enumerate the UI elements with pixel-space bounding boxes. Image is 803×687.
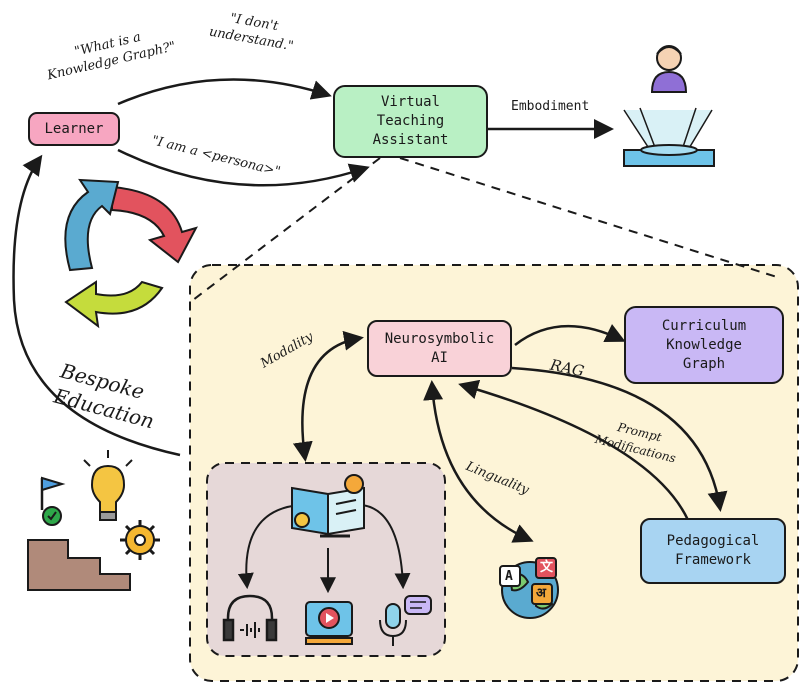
arrow-nsai-pedagogical [511,366,728,512]
arrow-learner-vta-bottom [117,148,370,187]
translate-glyph-b: 文 [540,560,554,575]
arrow-bespoke-loop [12,154,181,457]
cycle-arrows-icon [64,178,198,329]
book-icon [291,474,365,538]
translate-glyph-c: अ [536,586,546,601]
node-learner: Learner [28,112,120,146]
microphone-icon [379,595,432,646]
arrow-learner-vta-top [117,78,332,106]
node-virtual-teaching-assistant: Virtual Teaching Assistant [333,85,488,158]
lightbulb-icon [83,450,133,521]
stairs-goal-icon [27,476,131,591]
node-neurosymbolic-ai: Neurosymbolic AI [367,320,512,377]
avatar-hologram-icon [623,45,715,167]
node-pedagogical-framework: Pedagogical Framework [640,518,786,584]
translate-glyph-a: A [505,569,513,584]
media-panel [206,462,446,657]
arrow-modality [292,330,364,462]
gear-icon [120,520,160,560]
arrow-linguality [423,380,534,543]
arrow-nsai-ckg [514,324,626,346]
video-player-icon [305,601,353,645]
label-embodiment: Embodiment [511,99,590,114]
node-curriculum-knowledge-graph: Curriculum Knowledge Graph [624,306,784,384]
globe-translate-icon [499,557,559,619]
headphones-icon [222,594,278,642]
